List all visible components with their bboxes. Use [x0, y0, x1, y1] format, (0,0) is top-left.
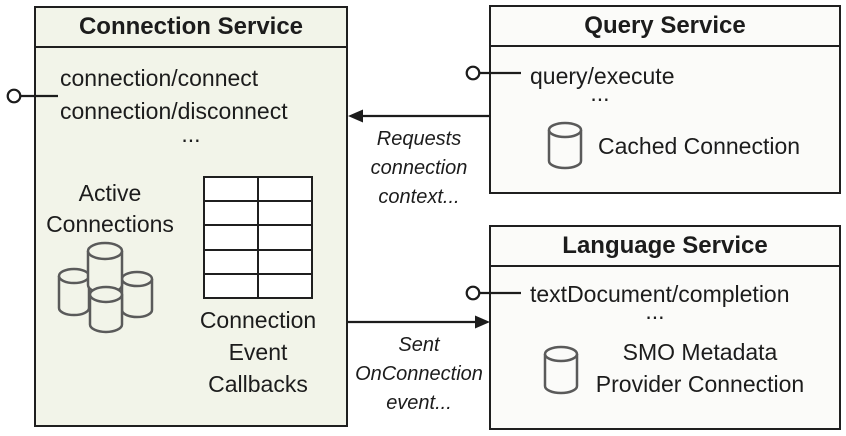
- sent-caption-line2: OnConnection: [355, 363, 483, 385]
- language-methods-ellipsis: ...: [645, 298, 665, 324]
- query-service-header: Query Service: [491, 7, 839, 47]
- connection-event-callbacks-label: Connection Event Callbacks: [183, 304, 333, 400]
- requests-connection-arrow: [348, 109, 489, 123]
- requests-connection-context-caption: Requests connection context...: [352, 125, 486, 212]
- sent-onconnection-arrow: [348, 315, 490, 329]
- table-cell: [205, 226, 257, 249]
- table-cell: [259, 178, 311, 201]
- method-query-execute: query/execute: [530, 63, 675, 89]
- smo-metadata-provider-connection-label: SMO Metadata Provider Connection: [580, 336, 820, 400]
- requests-caption-line3: context...: [378, 186, 460, 208]
- sent-caption-line1: Sent: [398, 334, 440, 356]
- smo-label-line2: Provider Connection: [595, 371, 805, 397]
- active-connections-label-line1: Active: [78, 180, 142, 206]
- callbacks-label-line2: Event: [228, 339, 288, 365]
- query-service-title: Query Service: [584, 12, 746, 39]
- language-service-box: Language Service: [489, 225, 841, 430]
- table-grid-icon: [203, 176, 313, 299]
- table-cell: [259, 202, 311, 225]
- table-cell: [205, 274, 257, 297]
- table-cell: [259, 250, 311, 273]
- connection-service-methods: connection/connect connection/disconnect: [60, 62, 288, 128]
- requests-caption-line1: Requests: [376, 128, 462, 150]
- cached-connection-label: Cached Connection: [598, 133, 801, 159]
- language-service-title: Language Service: [562, 232, 768, 259]
- query-methods-ellipsis: ...: [590, 80, 610, 106]
- table-cell: [205, 250, 257, 273]
- language-service-header: Language Service: [491, 227, 839, 267]
- table-cell: [205, 178, 257, 201]
- connection-service-header: Connection Service: [36, 8, 346, 48]
- callbacks-label-line1: Connection: [199, 307, 317, 333]
- connection-service-title: Connection Service: [78, 13, 304, 40]
- active-connections-label: Active Connections: [30, 178, 190, 240]
- active-connections-label-line2: Connections: [46, 211, 174, 237]
- sent-caption-line3: event...: [386, 392, 452, 414]
- connection-methods-ellipsis: ...: [181, 121, 201, 147]
- sent-onconnection-event-caption: Sent OnConnection event...: [352, 331, 486, 418]
- table-cell: [259, 274, 311, 297]
- callbacks-label-line3: Callbacks: [208, 371, 308, 397]
- method-textdocument-completion: textDocument/completion: [530, 281, 790, 307]
- smo-label-line1: SMO Metadata: [622, 339, 778, 365]
- language-service-methods: textDocument/completion: [530, 278, 790, 311]
- method-connection-disconnect: connection/disconnect: [60, 98, 288, 124]
- query-service-box: Query Service: [489, 5, 841, 194]
- query-service-methods: query/execute: [530, 60, 674, 93]
- table-cell: [259, 226, 311, 249]
- table-cell: [205, 202, 257, 225]
- requests-caption-line2: connection: [370, 157, 468, 179]
- method-connection-connect: connection/connect: [60, 65, 259, 91]
